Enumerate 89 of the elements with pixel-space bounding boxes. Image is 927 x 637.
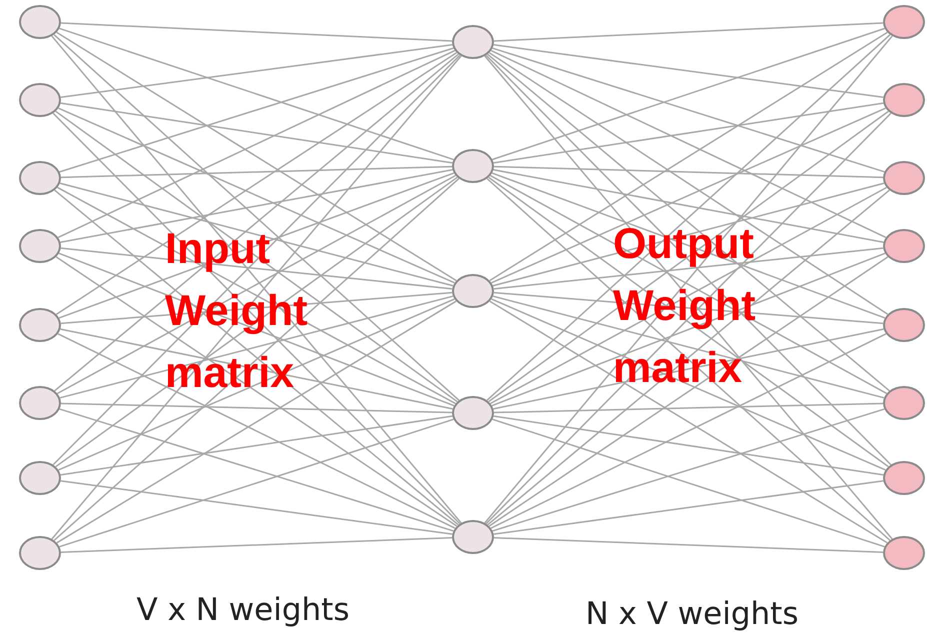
connection-line bbox=[494, 22, 884, 42]
neuron-circle bbox=[883, 308, 925, 342]
neuron-circle bbox=[452, 25, 494, 59]
connection-line bbox=[494, 480, 884, 535]
neuron-circle bbox=[883, 83, 925, 117]
connection-line bbox=[491, 298, 886, 471]
neuron-circle bbox=[19, 536, 61, 570]
connection-line bbox=[494, 292, 884, 324]
connection-line bbox=[56, 256, 458, 527]
weight-count-label: V x N weights bbox=[136, 592, 350, 628]
connection-line bbox=[60, 182, 454, 287]
connection-line bbox=[60, 328, 453, 410]
connection-line bbox=[486, 54, 892, 466]
connection-line bbox=[52, 54, 460, 466]
neuron-circle bbox=[19, 161, 61, 195]
connection-line bbox=[60, 292, 452, 324]
neuron-circle bbox=[19, 83, 61, 117]
neuron-circle bbox=[19, 308, 61, 342]
connection-line bbox=[60, 22, 452, 42]
connection-line bbox=[492, 28, 885, 160]
connection-line bbox=[60, 169, 453, 243]
neuron-circle bbox=[883, 5, 925, 39]
connection-line bbox=[488, 52, 888, 315]
connection-line bbox=[60, 295, 454, 399]
connection-line bbox=[492, 408, 885, 532]
connection-line bbox=[494, 102, 884, 164]
connection-line bbox=[59, 418, 454, 548]
neuron-circle bbox=[883, 229, 925, 263]
neuron-circle bbox=[883, 461, 925, 495]
connection-line bbox=[59, 47, 454, 173]
connection-line bbox=[493, 169, 884, 243]
connection-line bbox=[488, 256, 888, 527]
connection-line bbox=[56, 32, 457, 282]
neuron-circle bbox=[19, 461, 61, 495]
connection-line bbox=[59, 408, 454, 532]
connection-line bbox=[494, 537, 884, 553]
neuron-circle bbox=[452, 274, 494, 308]
connection-line bbox=[58, 50, 456, 238]
connection-line bbox=[55, 176, 458, 468]
neuron-circle bbox=[883, 386, 925, 420]
neuron-circle bbox=[452, 520, 494, 554]
weight-matrix-label: Input Weight matrix bbox=[165, 224, 309, 399]
connection-line bbox=[493, 328, 884, 410]
connection-line bbox=[492, 418, 885, 548]
connection-line bbox=[60, 102, 452, 164]
neuron-circle bbox=[19, 386, 61, 420]
connection-line bbox=[488, 110, 889, 402]
connection-line bbox=[494, 166, 884, 178]
connection-line bbox=[60, 166, 452, 178]
connection-line bbox=[52, 112, 460, 524]
connection-line bbox=[489, 32, 888, 282]
connection-line bbox=[60, 402, 452, 414]
connection-line bbox=[494, 402, 884, 414]
connection-line bbox=[489, 300, 888, 544]
connection-line bbox=[56, 300, 457, 544]
connection-line bbox=[494, 415, 884, 476]
connection-line bbox=[58, 107, 455, 284]
weight-count-label: N x V weights bbox=[586, 596, 798, 632]
neuron-circle bbox=[883, 536, 925, 570]
connection-line bbox=[58, 252, 454, 406]
connection-line bbox=[492, 252, 886, 406]
connection-line bbox=[60, 247, 452, 290]
neuron-circle bbox=[452, 396, 494, 430]
connection-line bbox=[494, 44, 884, 98]
connection-line bbox=[492, 182, 884, 286]
connection-line bbox=[492, 47, 885, 173]
connection-line bbox=[494, 247, 884, 290]
connection-line bbox=[490, 50, 886, 238]
connection-line bbox=[59, 28, 454, 160]
connection-line bbox=[60, 480, 452, 535]
connection-line bbox=[486, 112, 892, 524]
weight-matrix-label: Output Weight matrix bbox=[613, 219, 757, 394]
connection-line bbox=[60, 44, 452, 98]
connection-line bbox=[492, 295, 884, 399]
connection-line bbox=[56, 52, 458, 315]
neuron-circle bbox=[19, 229, 61, 263]
connection-line bbox=[58, 333, 456, 529]
connection-line bbox=[490, 333, 886, 529]
connection-line bbox=[488, 176, 889, 468]
neuron-circle bbox=[452, 149, 494, 183]
connection-line bbox=[60, 537, 452, 553]
neuron-circle bbox=[19, 5, 61, 39]
connection-line bbox=[492, 172, 886, 319]
connection-line bbox=[55, 110, 458, 402]
connection-line bbox=[58, 298, 455, 471]
neuron-circle bbox=[883, 161, 925, 195]
connection-line bbox=[491, 107, 886, 284]
connection-line bbox=[58, 172, 454, 319]
connection-line bbox=[60, 415, 452, 476]
